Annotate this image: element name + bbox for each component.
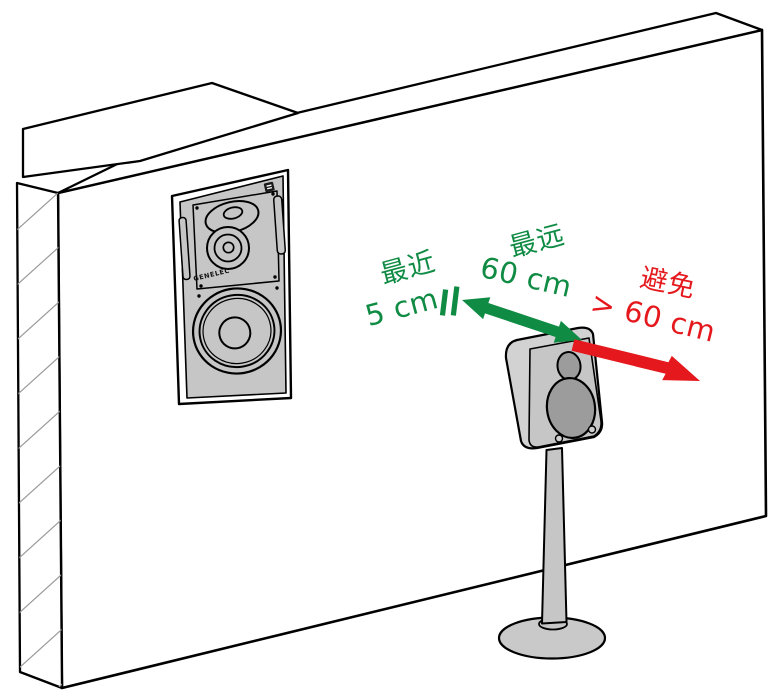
- inwall-speaker: GENELEC: [170, 168, 293, 406]
- tweeter-hole: [222, 206, 244, 220]
- woofer: [545, 376, 597, 440]
- wall: [15, 11, 768, 690]
- panel-screws: [197, 286, 279, 298]
- waveguide-plate-screws: [195, 192, 277, 288]
- port-slot-right: [272, 195, 287, 255]
- port-slot-left: [178, 216, 191, 281]
- stand-monitor: [497, 326, 607, 660]
- waveguide-figure8: [204, 200, 260, 270]
- wall-distance-ticks: [439, 286, 460, 316]
- stand-pole: [541, 447, 568, 625]
- green-range-arrow: [462, 297, 582, 343]
- midrange-dome: [222, 241, 235, 254]
- logo-chip: [263, 181, 275, 193]
- red-avoid-arrow: [571, 339, 700, 381]
- screw-hole-left: [554, 434, 564, 443]
- screw-hole-right: [587, 425, 597, 434]
- midrange-ring: [213, 233, 243, 263]
- inwall-woofer: [191, 287, 283, 375]
- wall-section-left: [15, 181, 64, 690]
- wall-soffit-beam: [21, 81, 300, 179]
